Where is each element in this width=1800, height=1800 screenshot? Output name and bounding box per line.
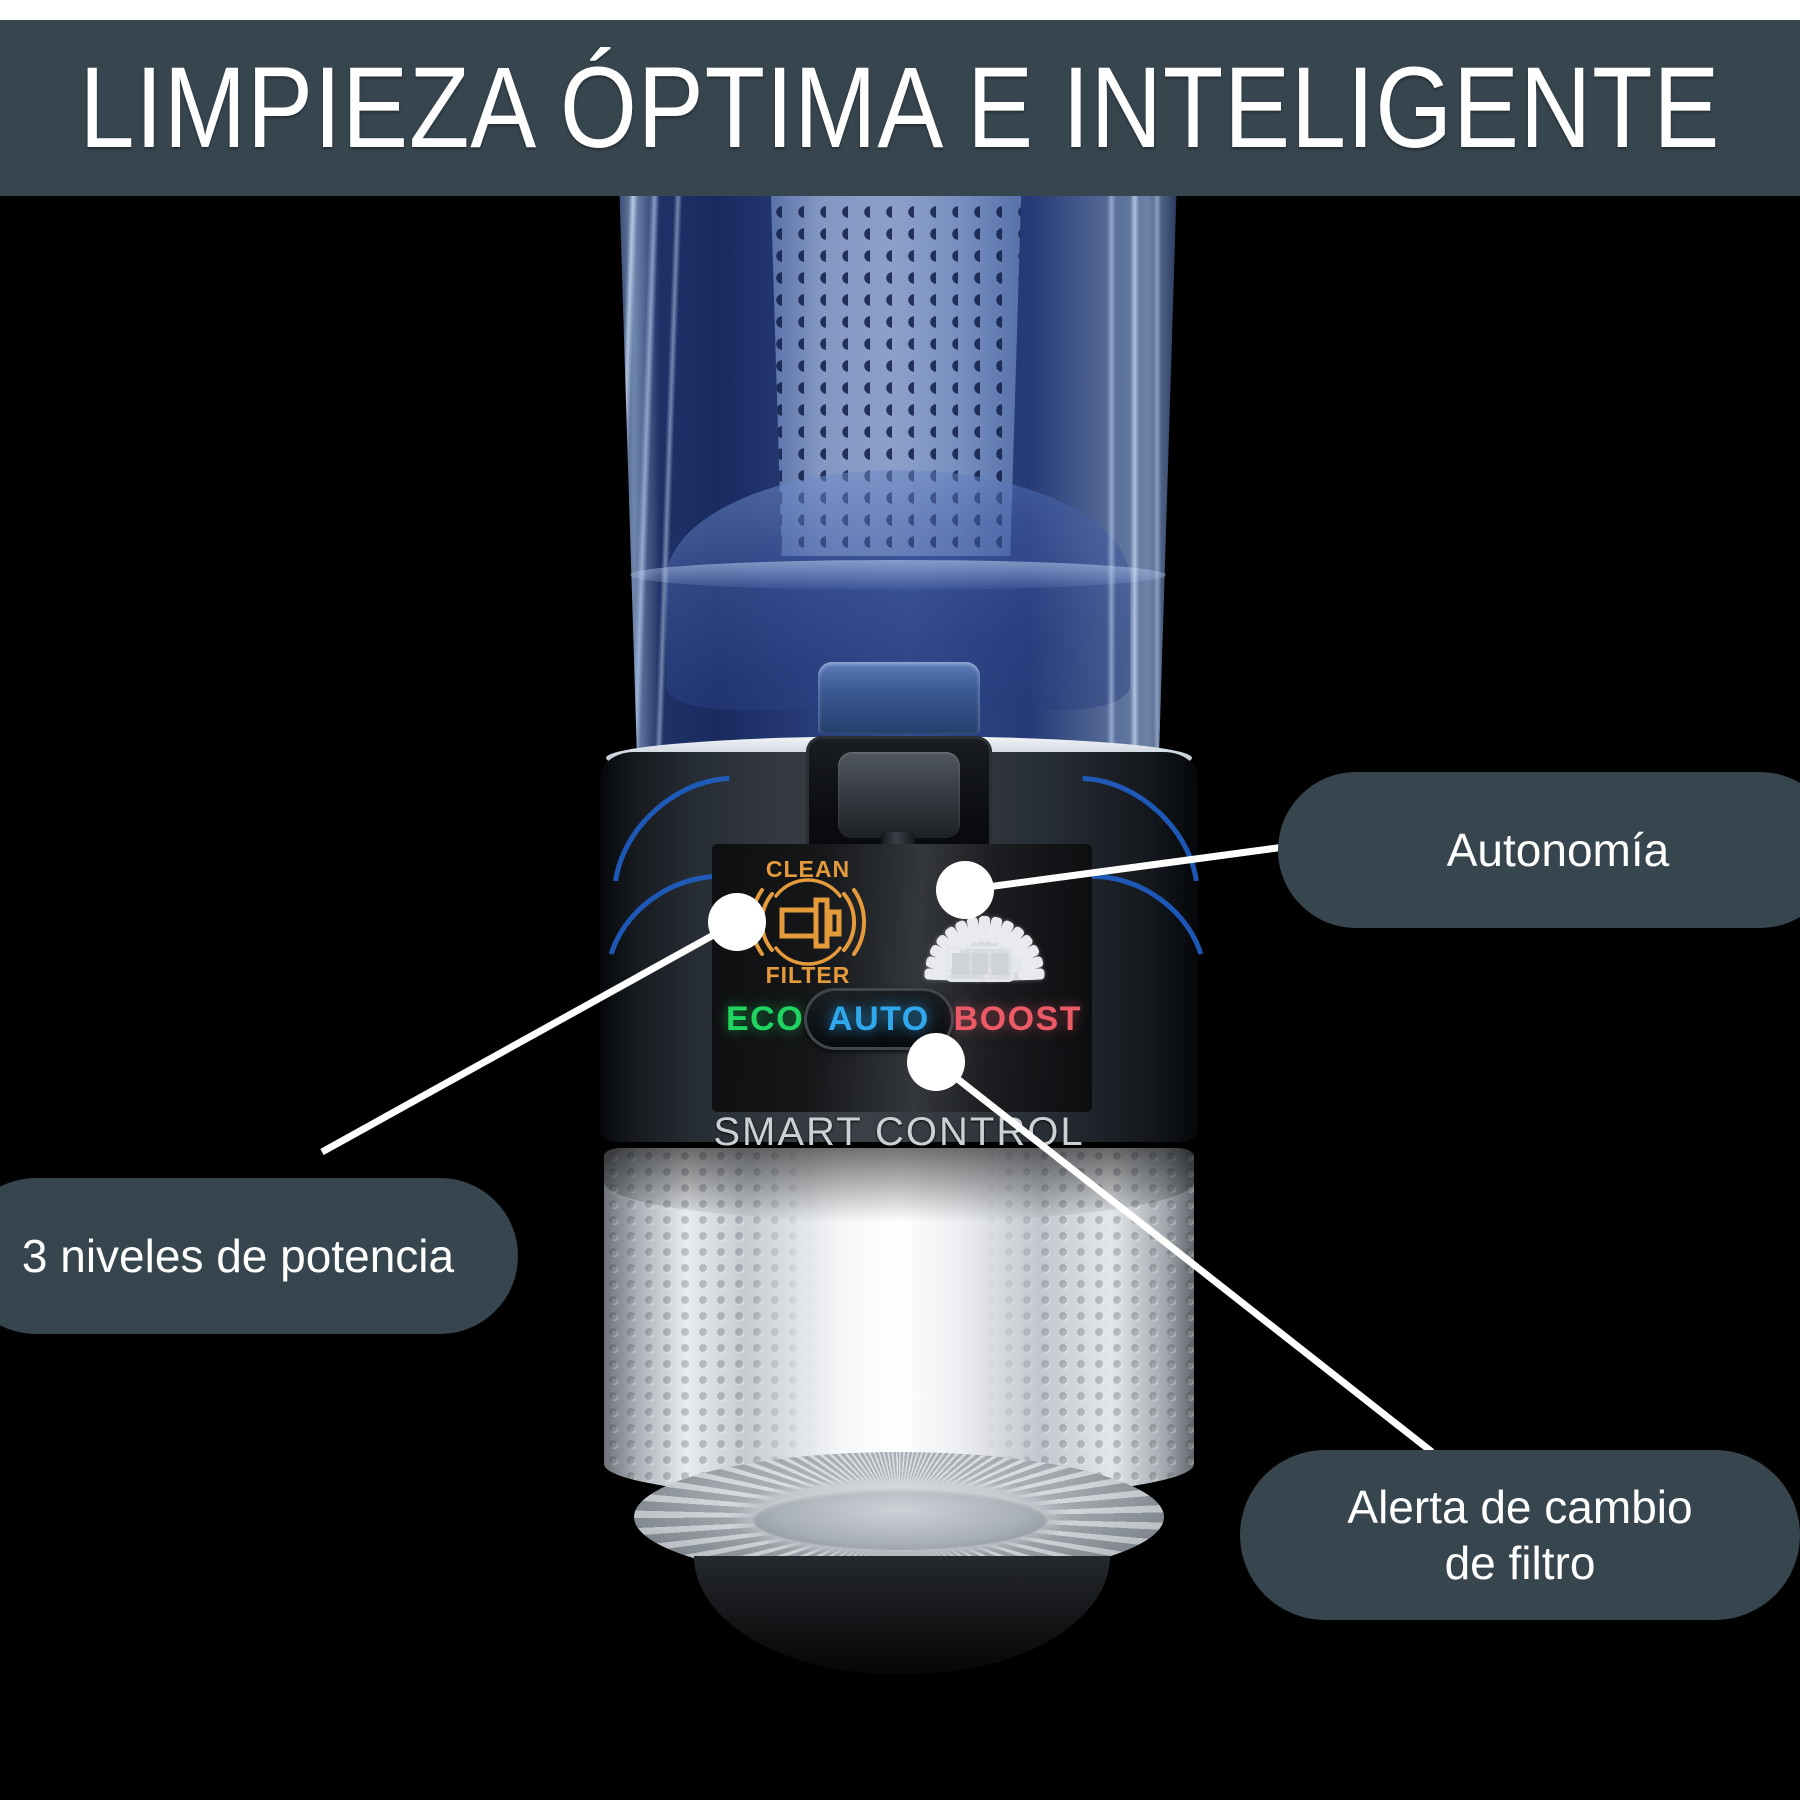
callout-alerta-cambio-filtro: Alerta de cambio de filtro	[1240, 1450, 1800, 1620]
leader-dot-niveles	[708, 893, 766, 951]
callout-niveles-text: 3 niveles de potencia	[21, 1229, 455, 1282]
leader-line-autonomia	[964, 842, 1293, 894]
callout-autonomia: Autonomía	[1278, 772, 1800, 928]
leader-line-filtro	[933, 1059, 1435, 1455]
top-white-strip	[0, 0, 1800, 20]
callout-autonomia-text: Autonomía	[1446, 823, 1670, 876]
leader-dot-filtro	[907, 1033, 965, 1091]
callout-filtro-line2: de filtro	[1444, 1537, 1596, 1589]
callout-3-niveles-de-potencia: 3 niveles de potencia	[0, 1178, 518, 1334]
leader-line-niveles	[320, 918, 739, 1156]
callout-filtro-text: Alerta de cambio de filtro	[1347, 1479, 1692, 1591]
callout-filtro-line1: Alerta de cambio	[1347, 1480, 1693, 1533]
page-title: LIMPIEZA ÓPTIMA E INTELIGENTE	[79, 43, 1721, 172]
leader-dot-autonomia	[936, 861, 994, 919]
header-banner: LIMPIEZA ÓPTIMA E INTELIGENTE	[0, 20, 1800, 196]
